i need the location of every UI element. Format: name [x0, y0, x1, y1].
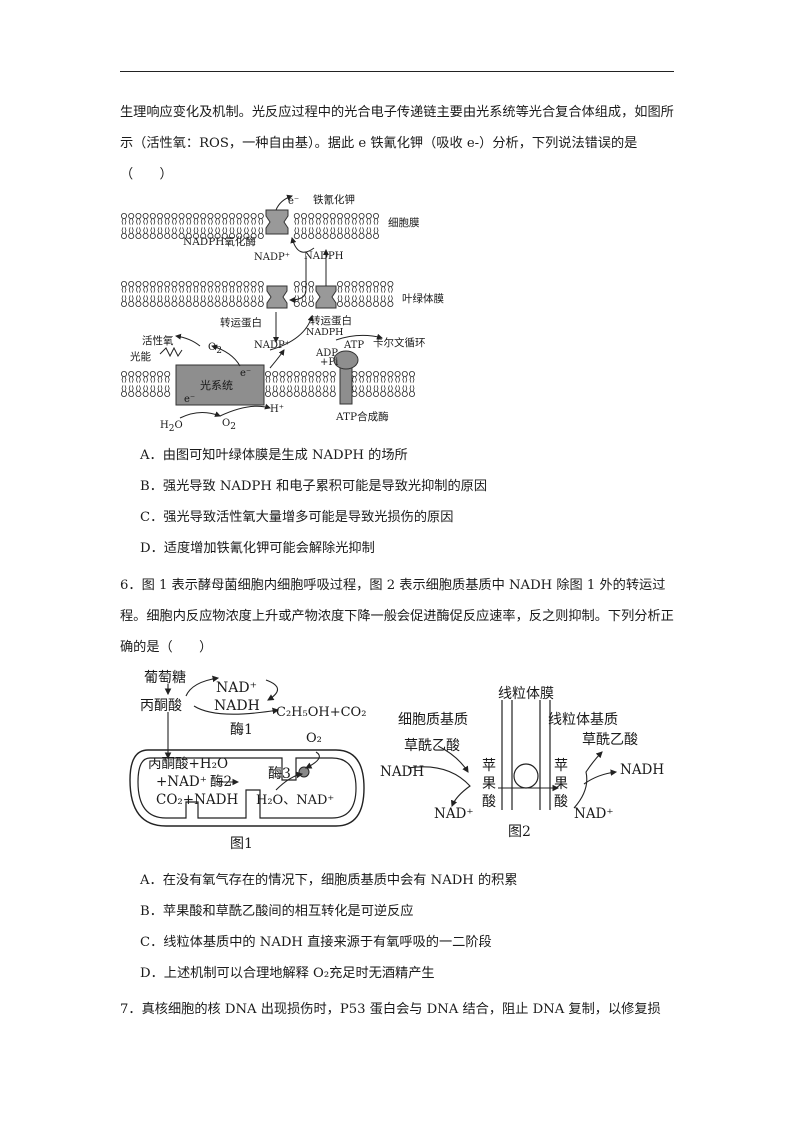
label-calvin-cycle: 卡尔文循环: [373, 336, 426, 349]
label-cell-membrane: 细胞膜: [388, 216, 420, 229]
q6-option-a: A．在没有氧气存在的情况下，细胞质基质中会有 NADH 的积累: [140, 873, 518, 888]
label-nadph-2: NADPH: [306, 327, 343, 338]
q5-option-b: B．强光导致 NADPH 和电子累积可能是导致光抑制的原因: [140, 479, 488, 494]
chloroplast-membrane-bilayer: [121, 281, 394, 308]
fig1-o2: O₂: [306, 731, 322, 746]
label-adp: ADP: [315, 348, 338, 359]
label-nadph-1: NADPH: [304, 251, 344, 262]
fig2-malate-left: 苹果酸: [482, 758, 496, 810]
q5-stem: 生理响应变化及机制。光反应过程中的光合电子传递链主要由光系统等光合复合体组成，如…: [120, 105, 674, 182]
q5-option-a: A．由图可知叶绿体膜是生成 NADPH 的场所: [140, 448, 408, 463]
label-transporter-right: 转运蛋白: [310, 314, 352, 327]
q6-figure-1: 葡萄糖 NAD⁺ NADH 丙酮酸 酶1 C₂H₅OH+CO₂ O₂ 丙酮酸+H…: [129, 670, 366, 852]
fig1-pyruvate: 丙酮酸: [140, 698, 182, 714]
label-o2-b: O2: [222, 418, 236, 432]
fig1-enzyme1: 酶1: [230, 722, 253, 738]
fig1-h2o-nad: H₂O、NAD⁺: [256, 793, 334, 808]
fig2-nad-right: NAD⁺: [574, 806, 614, 822]
q7-stem: 7．真核细胞的核 DNA 出现损伤时，P53 蛋白会与 DNA 结合，阻止 DN…: [120, 1002, 661, 1017]
fig2-matrix: 线粒体基质: [548, 711, 618, 728]
fig2-cytosol: 细胞质基质: [398, 711, 468, 728]
fig1-enzyme2: 酶2: [210, 774, 232, 790]
transporter-left-shape: [266, 285, 288, 309]
label-nadp-2: NADP⁺: [254, 340, 290, 351]
q6-option-d: D．上述机制可以合理地解释 O₂充足时无酒精产生: [140, 966, 435, 981]
q5-option-c: C．强光导致活性氧大量增多可能是导致光损伤的原因: [140, 510, 454, 525]
q5-option-d: D．适度增加铁氰化钾可能会解除光抑制: [140, 541, 375, 556]
header-rule: [120, 71, 674, 72]
fig2-malate-right: 苹果酸: [554, 758, 568, 810]
q6-option-c: C．线粒体基质中的 NADH 直接来源于有氧呼吸的一二阶段: [140, 935, 492, 950]
label-e-mid: e⁻: [240, 368, 251, 379]
fig1-caption: 图1: [230, 836, 253, 852]
photosystem-box: [175, 364, 265, 406]
q5-figure: e⁻ 铁氰化钾 细胞膜 NADPH氧化酶 NADP⁺ NADPH 叶绿体膜 转运…: [121, 193, 444, 434]
fig1-nad-plus: NAD⁺: [216, 680, 257, 696]
label-chloroplast-membrane: 叶绿体膜: [402, 292, 444, 305]
enzyme3-dot: [298, 766, 310, 778]
fig2-oaa-left: 草酰乙酸: [404, 738, 460, 754]
fig1-co2-nadh: CO₂+NADH: [156, 792, 239, 808]
label-pi: +Pi: [320, 357, 338, 368]
label-e-top: e⁻: [288, 196, 299, 207]
fig2-oaa-right: 草酰乙酸: [582, 732, 638, 748]
mito-outer: [129, 749, 365, 827]
fig2-nadh-right: NADH: [620, 762, 664, 778]
fig2-nad-left: NAD⁺: [434, 806, 474, 822]
nadph-oxidase-shape: [265, 209, 289, 235]
cell-membrane-bilayer: [121, 212, 379, 240]
fig1-nadh: NADH: [214, 698, 260, 714]
label-ferricyanide: 铁氰化钾: [313, 193, 355, 206]
fig2-mito-membrane: 线粒体膜: [498, 686, 554, 702]
fig1-enzyme3: 酶3: [268, 766, 291, 782]
label-atp-synthase: ATP合成酶: [335, 410, 389, 423]
light-zigzag: [159, 346, 183, 358]
label-o2-a: O2: [208, 342, 222, 356]
atp-synthase-head: [333, 350, 359, 370]
label-h2o: H2O: [160, 420, 183, 434]
label-nadp-1: NADP⁺: [254, 252, 290, 263]
label-transporter-left: 转运蛋白: [220, 316, 262, 329]
q6-option-b: B．苹果酸和草酰乙酸间的相互转化是可逆反应: [140, 904, 414, 919]
transporter-circle: [513, 763, 539, 789]
q6-figure-2: 线粒体膜 细胞质基质 线粒体基质 草酰乙酸 草酰乙酸 NADH NADH 苹果酸…: [380, 686, 664, 840]
fig2-nadh-left: NADH: [380, 764, 424, 780]
label-light-energy: 光能: [130, 350, 151, 363]
label-e-low: e⁻: [184, 394, 195, 405]
thylakoid-membrane-bilayer: [121, 370, 415, 397]
fig2-caption: 图2: [508, 824, 531, 840]
label-atp: ATP: [343, 340, 364, 351]
fig1-nad-plus-2: +NAD⁺: [156, 774, 207, 790]
transporter-right-shape: [315, 285, 337, 309]
label-nadph-oxidase: NADPH氧化酶: [183, 235, 256, 248]
label-ros: 活性氧: [142, 334, 174, 347]
fig1-pyruvate-h2o: 丙酮酸+H₂O: [148, 756, 228, 772]
mito-inner: [137, 757, 357, 819]
fig1-glucose: 葡萄糖: [144, 670, 186, 686]
label-h-plus: H⁺: [270, 404, 284, 415]
fig1-ethanol: C₂H₅OH+CO₂: [276, 705, 366, 720]
q6-stem: 6．图 1 表示酵母菌细胞内细胞呼吸过程，图 2 表示细胞质基质中 NADH 除…: [120, 578, 674, 655]
label-photosystem: 光系统: [200, 378, 233, 392]
